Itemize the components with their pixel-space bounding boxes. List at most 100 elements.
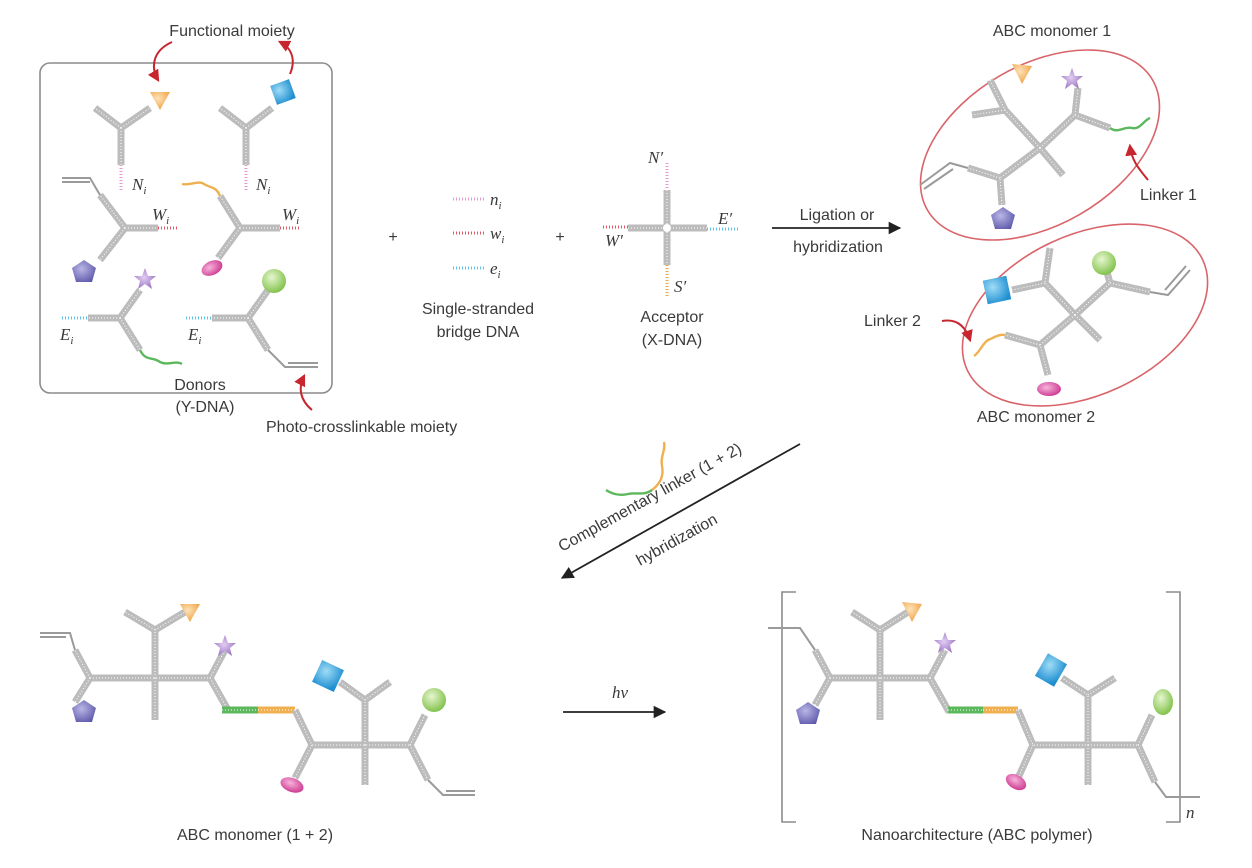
square-moiety-icon bbox=[1034, 653, 1068, 687]
plus-sign-2: + bbox=[555, 229, 564, 246]
label-Wi-2: Wi bbox=[282, 205, 299, 227]
bridge-label-line2: bridge DNA bbox=[437, 324, 520, 341]
nanoarchitecture-label: Nanoarchitecture (ABC polymer) bbox=[861, 827, 1092, 844]
repeat-n-label: n bbox=[1186, 803, 1195, 822]
donor-y-dna-pentagon: Wi bbox=[62, 177, 178, 282]
monomer2-label: ABC monomer 2 bbox=[977, 409, 1095, 426]
ellipse-moiety-icon bbox=[1037, 382, 1061, 396]
donor-y-dna-triangle: Ni bbox=[92, 92, 170, 197]
photo-crosslinker-icon bbox=[267, 349, 318, 368]
photo-crosslinker-icon bbox=[1149, 265, 1191, 297]
acceptor-x-dna: N′ W′ E′ S′ Acceptor (X-DNA) bbox=[603, 148, 738, 349]
label-Ni-2: Ni bbox=[255, 175, 270, 197]
monomer2-ellipse bbox=[961, 223, 1209, 407]
bridge-label-e: ei bbox=[490, 259, 501, 281]
monomer-combined-label: ABC monomer (1 + 2) bbox=[177, 827, 333, 844]
callout-arrow-functional-2 bbox=[277, 40, 294, 75]
sphere-moiety-icon bbox=[262, 269, 286, 293]
donor-y-dna-star: Ei bbox=[59, 268, 183, 366]
acceptor-label-E: E′ bbox=[717, 209, 732, 228]
crosslink-bond-right bbox=[1154, 781, 1200, 798]
ellipse-moiety-icon bbox=[280, 777, 304, 793]
photo-crosslink-step: hv bbox=[563, 683, 667, 719]
label-Ei-1: Ei bbox=[59, 325, 73, 347]
callout-arrow-photo bbox=[294, 373, 313, 411]
monomer1-label: ABC monomer 1 bbox=[993, 23, 1111, 40]
acceptor-label-W: W′ bbox=[605, 231, 623, 250]
abc-monomer-1: ABC monomer 1 Linker 1 bbox=[919, 23, 1197, 241]
photo-crosslinker-icon bbox=[62, 177, 101, 196]
complementary-linker-label: Complementary linker (1 + 2) bbox=[556, 440, 745, 555]
ellipse-moiety-icon bbox=[201, 260, 223, 276]
ligation-label-line1: Ligation or bbox=[800, 207, 875, 224]
photo-crosslinkable-label: Photo-crosslinkable moiety bbox=[266, 419, 457, 436]
callout-arrow-linker1 bbox=[1125, 143, 1149, 181]
star-moiety-icon bbox=[214, 635, 236, 656]
donors-label: Donors bbox=[174, 377, 226, 394]
bridge-label-n: ni bbox=[490, 190, 502, 212]
ellipse-moiety-icon bbox=[1005, 773, 1027, 791]
star-moiety-icon bbox=[934, 632, 956, 653]
sphere-moiety-icon bbox=[1092, 251, 1116, 275]
right-bracket bbox=[1166, 591, 1181, 823]
left-bracket bbox=[781, 591, 796, 823]
donors-sublabel: (Y-DNA) bbox=[176, 399, 235, 416]
donor-y-dna-ellipse: Wi bbox=[181, 181, 300, 276]
square-moiety-icon bbox=[270, 79, 296, 105]
star-moiety-icon bbox=[1061, 68, 1083, 89]
acceptor-label-line2: (X-DNA) bbox=[642, 332, 702, 349]
label-Ei-2: Ei bbox=[187, 325, 201, 347]
complementary-linker-orange bbox=[651, 441, 666, 491]
bridge-label-w: wi bbox=[490, 224, 504, 246]
pentagon-moiety-icon bbox=[72, 700, 96, 722]
pentagon-moiety-icon bbox=[991, 207, 1015, 229]
abc-monomer-2: Linker 2 ABC monomer 2 bbox=[864, 223, 1209, 426]
pentagon-moiety-icon bbox=[796, 702, 820, 724]
square-moiety-icon bbox=[982, 275, 1012, 305]
plus-sign-1: + bbox=[388, 229, 397, 246]
ligation-step: Ligation or hybridization bbox=[772, 207, 902, 256]
linker-strand-orange bbox=[181, 181, 222, 197]
pentagon-moiety-icon bbox=[72, 260, 96, 282]
hv-label: hv bbox=[612, 683, 629, 702]
star-moiety-icon bbox=[134, 268, 156, 289]
callout-arrow-functional-1 bbox=[147, 41, 173, 83]
linker1-label: Linker 1 bbox=[1140, 187, 1197, 204]
bridge-dna-group: + ni wi ei Single-stranded bridge DNA + bbox=[388, 190, 564, 341]
triangle-moiety-icon bbox=[902, 602, 922, 622]
donors-panel: Functional moiety Ni Ni Wi bbox=[39, 23, 457, 436]
hybridization-step: Complementary linker (1 + 2) hybridizati… bbox=[556, 440, 801, 579]
triangle-moiety-icon bbox=[180, 604, 200, 622]
linker2-label: Linker 2 bbox=[864, 313, 921, 330]
crosslink-bond-left bbox=[768, 627, 816, 651]
sphere-moiety-icon bbox=[1153, 689, 1173, 715]
triangle-moiety-icon bbox=[1012, 64, 1032, 84]
hybridization-arrow bbox=[560, 443, 801, 579]
callout-arrow-linker2 bbox=[941, 319, 973, 343]
donor-y-dna-square: Ni bbox=[217, 79, 296, 197]
triangle-moiety-icon bbox=[150, 92, 170, 110]
photo-crosslinker-icon bbox=[427, 779, 475, 796]
acceptor-label-S: S′ bbox=[674, 277, 687, 296]
ligation-label-line2: hybridization bbox=[793, 239, 883, 256]
linker-1-strand bbox=[1109, 116, 1151, 132]
bridge-label-line1: Single-stranded bbox=[422, 301, 534, 318]
functional-moiety-label: Functional moiety bbox=[169, 23, 294, 40]
photo-crosslinker-icon bbox=[919, 161, 969, 190]
sphere-moiety-icon bbox=[422, 688, 446, 712]
acceptor-label-N: N′ bbox=[647, 148, 663, 167]
complementary-linker-green bbox=[605, 488, 653, 496]
label-Ni-1: Ni bbox=[131, 175, 146, 197]
abc-polymer: n Nanoarchitecture (ABC polymer) bbox=[768, 591, 1200, 844]
linker-strand-green bbox=[138, 349, 183, 366]
label-Wi-1: Wi bbox=[152, 205, 169, 227]
acceptor-label-line1: Acceptor bbox=[640, 309, 704, 326]
photo-crosslinker-icon bbox=[40, 632, 76, 651]
monomer1-ellipse bbox=[919, 49, 1161, 241]
donor-y-dna-sphere: Ei bbox=[186, 269, 318, 368]
abc-monomer-combined: ABC monomer (1 + 2) bbox=[40, 604, 475, 844]
linker-2-strand bbox=[973, 333, 1006, 357]
donors-frame bbox=[39, 62, 333, 394]
square-moiety-icon bbox=[312, 660, 344, 692]
